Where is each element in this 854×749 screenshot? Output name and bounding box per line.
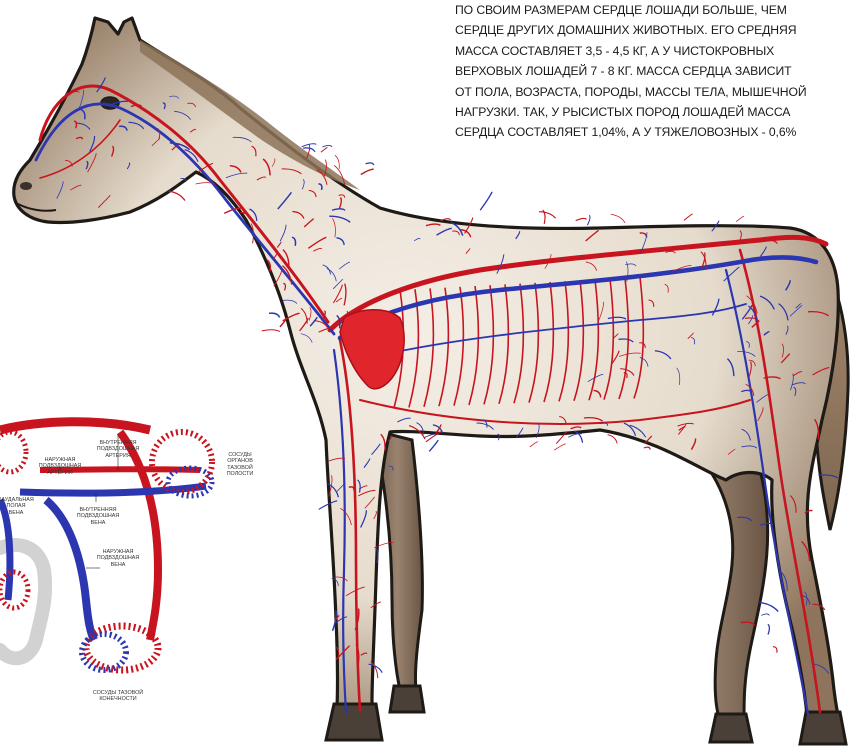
- vessel-branch: [366, 163, 374, 165]
- description-line: МАССА СОСТАВЛЯЕТ 3,5 - 4,5 КГ, А У ЧИСТО…: [455, 41, 854, 61]
- vessel-branch: [768, 624, 770, 634]
- near-hindleg-hoof: [800, 712, 846, 744]
- vessel-branch: [759, 602, 778, 611]
- vessel-branch: [761, 614, 769, 616]
- label-pelvic-organ-vessels: СОСУДЫ ОРГАНОВ ТАЗОВОЙ ПОЛОСТИ: [227, 452, 254, 478]
- capillary-bed-left: [0, 432, 26, 472]
- description-line: НАГРУЗКИ. ТАК, У РЫСИСТЫХ ПОРОД ЛОШАДЕЙ …: [455, 102, 854, 122]
- vessel-branch: [608, 435, 618, 444]
- description-line: ПО СВОИМ РАЗМЕРАМ СЕРДЦЕ ЛОШАДИ БОЛЬШЕ, …: [455, 0, 854, 20]
- vessel-branch: [321, 148, 327, 153]
- label-pelvic-limb-vessels: СОСУДЫ ТАЗОВОЙ КОНЕЧНОСТИ: [93, 690, 143, 703]
- label-external-iliac-vein: НАРУЖНАЯ ПОДВЗДОШНАЯ ВЕНА: [97, 549, 139, 568]
- label-external-iliac-artery: НАРУЖНАЯ ПОДВЗДОШНАЯ АРТЕРИЯ: [39, 457, 81, 476]
- inset-artery-descending: [120, 432, 158, 640]
- vessel-branch: [611, 214, 625, 223]
- far-foreleg-hoof: [390, 686, 424, 712]
- vessel-branch: [554, 444, 566, 450]
- vessel-branch: [361, 169, 374, 174]
- near-foreleg-hoof: [326, 704, 382, 740]
- vessel-branch: [269, 313, 280, 317]
- far-hindleg-hoof: [710, 714, 752, 742]
- vessel-branch: [587, 215, 590, 225]
- vessel-branch: [644, 447, 650, 449]
- vessel-branch: [262, 330, 280, 332]
- label-internal-iliac-vein: ВНУТРЕННЯЯ ПОДВЗДОШНАЯ ВЕНА: [77, 507, 119, 526]
- inset-artery-main: [0, 422, 150, 430]
- vessel-branch: [773, 647, 777, 653]
- nostril-icon: [20, 182, 32, 190]
- label-caudal-vena-cava: КАУДАЛЬНАЯ ПОЛАЯ ВЕНА: [0, 497, 34, 516]
- vessel-branch: [539, 212, 556, 219]
- capillary-bed-limb: [86, 626, 158, 670]
- vessel-branch: [576, 218, 587, 220]
- description-paragraph: ПО СВОИМ РАЗМЕРАМ СЕРДЦЕ ЛОШАДИ БОЛЬШЕ, …: [455, 0, 854, 143]
- vessel-branch: [684, 214, 693, 220]
- description-line: ВЕРХОВЫХ ЛОШАДЕЙ 7 - 8 КГ. МАССА СЕРДЦА …: [455, 61, 854, 81]
- vessel-branch: [480, 192, 492, 210]
- vessel-branch: [429, 440, 438, 451]
- description-line: ОТ ПОЛА, ВОЗРАСТА, ПОРОДЫ, МАССЫ ТЕЛА, М…: [455, 82, 854, 102]
- description-line: СЕРДЦЕ ДРУГИХ ДОМАШНИХ ЖИВОТНЫХ. ЕГО СРЕ…: [455, 20, 854, 40]
- vessel-branch: [530, 442, 538, 447]
- vessel-branch: [322, 145, 332, 147]
- vessel-branch: [736, 216, 744, 221]
- vessel-branch: [169, 191, 185, 201]
- label-internal-iliac-artery: ВНУТРЕННЯЯ ПОДВЗДОШНАЯ АРТЕРИЯ: [97, 440, 139, 459]
- capillary-bed-small: [0, 572, 28, 608]
- description-line: СЕРДЦА СОСТАВЛЯЕТ 1,04%, А У ТЯЖЕЛОВОЗНЫ…: [455, 122, 854, 142]
